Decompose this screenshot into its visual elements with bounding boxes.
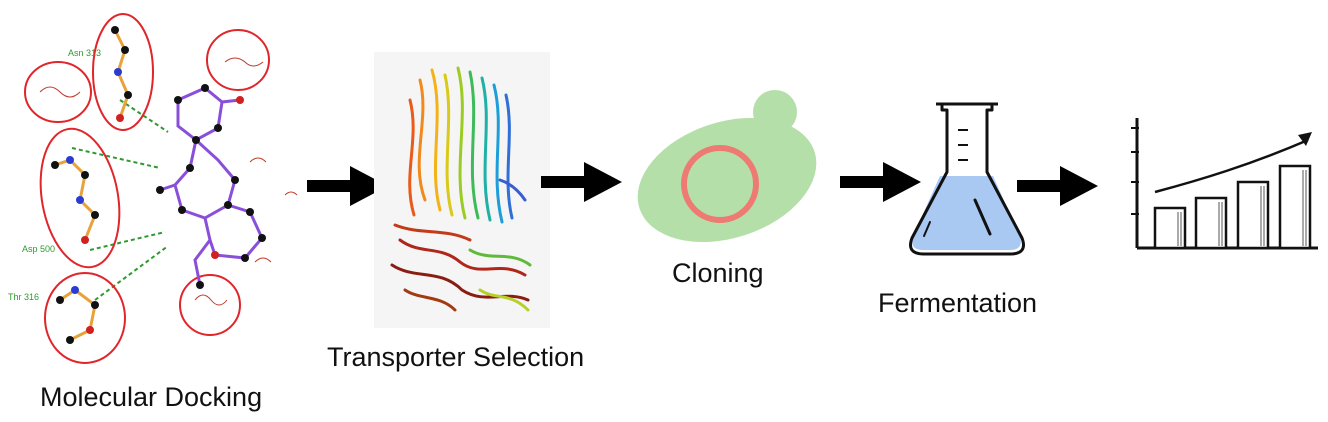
ligand-atoms — [156, 84, 266, 289]
docking-panel: Asn 313 Asp 500 Thr 316 — [8, 13, 298, 364]
yeast-cell — [637, 90, 817, 243]
residue-atoms — [51, 26, 132, 344]
residue-label: Asp 500 — [22, 244, 55, 254]
erlenmeyer-flask — [909, 102, 1025, 256]
trend-arrow — [1154, 138, 1309, 194]
flow-arrow — [307, 166, 388, 206]
hbond-lines — [71, 99, 169, 301]
ligand-oxygen — [211, 251, 219, 259]
residue-oxygens — [81, 114, 124, 334]
yield-increase-chart — [1131, 118, 1318, 250]
bar-hatching — [1177, 170, 1307, 246]
flow-arrow — [840, 162, 921, 202]
hydrophobic-contacts — [39, 57, 298, 306]
plasmid-ring — [681, 145, 759, 223]
step-label-molecular-docking: Molecular Docking — [40, 382, 263, 412]
residue-label: Thr 316 — [8, 292, 39, 302]
step-label-fermentation: Fermentation — [878, 288, 1038, 318]
ligand-oxygen — [236, 96, 244, 104]
flow-arrow — [541, 162, 622, 202]
step-label-cloning: Cloning — [672, 258, 764, 288]
residue-label: Asn 313 — [68, 48, 101, 58]
interaction-circles — [24, 13, 270, 364]
chart-bars — [1153, 164, 1312, 250]
transporter-structure — [374, 52, 550, 328]
flow-arrow — [1017, 166, 1098, 206]
residue-nitrogens — [66, 68, 122, 294]
step-label-transporter-selection: Transporter Selection — [327, 342, 585, 372]
